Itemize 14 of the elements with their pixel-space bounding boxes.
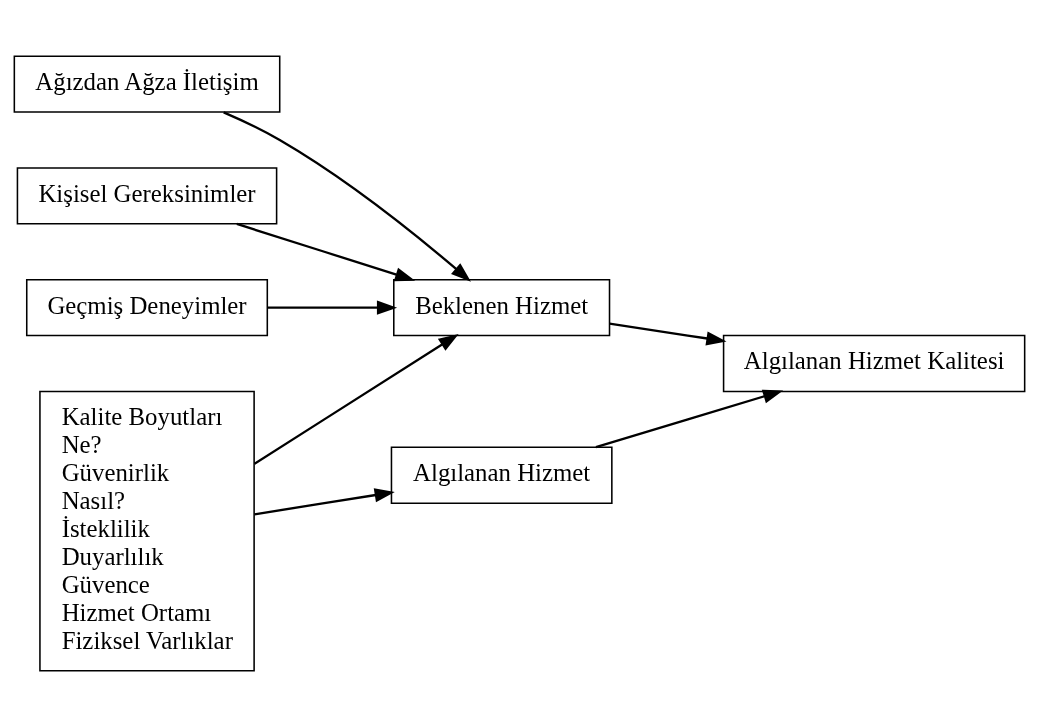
arrow <box>223 111 471 282</box>
arrow <box>253 333 459 465</box>
node-box: Geçmiş Deneyimler <box>25 278 269 337</box>
node-box: Algılanan Hizmet <box>390 446 613 504</box>
arrow <box>254 488 395 516</box>
arrow <box>609 322 727 346</box>
arrow <box>236 222 416 282</box>
node-box: Kalite Boyutları Ne? Güvenirlik Nasıl? İsteklilik Duyarlılık Güvence Hizmet Ortamı Fiziksel Varlıklar <box>39 390 255 672</box>
arrow <box>595 389 784 449</box>
node-box: Beklenen Hizmet <box>393 278 611 337</box>
node-box: Ağızdan Ağza İletişim <box>13 55 281 113</box>
arrow <box>267 300 398 315</box>
node-box: Kişisel Gereksinimler <box>16 167 278 225</box>
node-box: Algılanan Hizmet Kalitesi <box>722 334 1026 393</box>
